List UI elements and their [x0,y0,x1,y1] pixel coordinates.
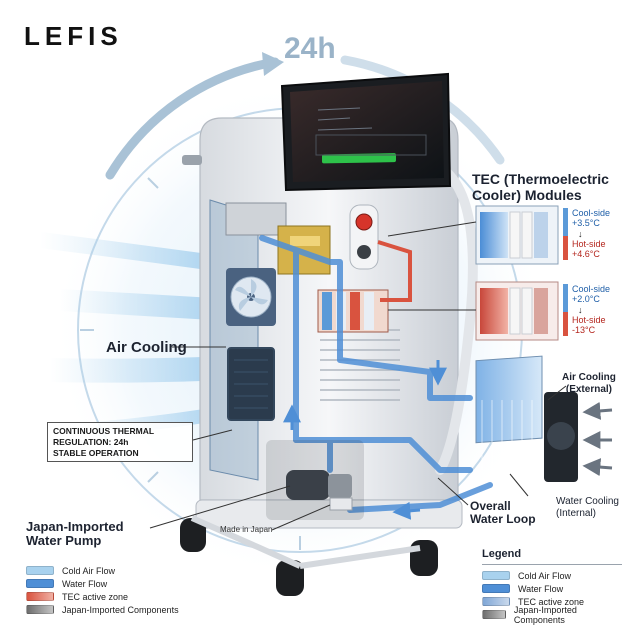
continuous-regulation-box: CONTINUOUS THERMAL REGULATION: 24h STABL… [47,422,193,462]
made-in-japan-label: Made in Japan [220,525,273,534]
legend-right-item: Japan-Imported Components [482,605,612,625]
external-air-arrows [582,401,613,477]
legend-left-item: Cold Air Flow [26,564,179,577]
lower-vent [227,347,275,421]
legend-label: Cold Air Flow [518,570,572,581]
legend-label: Water Flow [62,578,108,589]
legend-swatch [26,605,54,614]
legend-left-item: Japan-Imported Components [26,603,179,616]
emergency-stop-button[interactable] [355,213,373,231]
legend-left-item: Water Flow [26,577,179,590]
tec-module-2-temps: Cool-side +2.0°C ↓ Hot-side -13°C [572,284,610,336]
tec-title-line-2: Cooler) Modules [472,186,582,203]
brand-logo: LEFIS [24,21,123,51]
legend-right-item: Water Flow [482,582,612,595]
tec-title-line-1: TEC (Thermoelectric [472,171,609,187]
legend-swatch [26,592,54,601]
tec-2-temp-bar [563,284,568,336]
legend-label: TEC active zone [518,596,585,607]
air-cooling-external-label: Air Cooling (External) [562,372,616,395]
water-cooling-int-line-2: (Internal) [556,507,597,519]
legend-title: Legend [482,548,522,560]
legend-left-item: TEC active zone [26,590,179,603]
tec-1-cool-label: Cool-side [572,208,611,218]
japan-pump-label: Japan-Imported Water Pump [26,519,124,549]
water-loop-line-2: Water Loop [470,512,536,527]
legend-swatch [482,584,510,593]
continuous-line-2: REGULATION: 24h [53,436,129,447]
tec-2-arrow: ↓ [578,304,583,315]
legend-label: Japan-Imported Components [62,604,179,615]
legend-label: Water Flow [518,583,564,594]
air-cooling-ext-line-1: Air Cooling [562,372,616,383]
flow-arrow-return [392,501,421,520]
continuous-line-3: STABLE OPERATION [53,447,139,458]
tec-modules-title: TEC (Thermoelectric Cooler) Modules [472,171,632,203]
legend-swatch [482,610,506,619]
tec-1-arrow: ↓ [578,228,583,239]
internal-tec-stack [317,289,389,333]
legend-label: Cold Air Flow [62,565,116,576]
tec-2-cool-label: Cool-side [572,284,611,294]
leader-lines [149,221,567,531]
wheels [180,518,438,596]
legend-swatch [482,571,510,580]
legend-right-item: Cold Air Flow [482,569,612,582]
24h-badge: 24h [284,32,336,65]
legend-right: Legend Cold Air Flow Water Flow TEC acti… [482,548,622,625]
key-switch[interactable] [357,245,371,259]
japan-pump-line-1: Japan-Imported [26,519,124,534]
japan-pump-line-2: Water Pump [26,533,102,549]
cycle-arrow-head [262,52,284,76]
legend-label: Japan-Imported Components [513,604,577,625]
base-frame [190,515,302,569]
tec-hot-line [377,240,412,302]
air-cooling-ext-line-2: (External) [565,383,612,395]
tec-1-hot-value: +4.6°C [572,249,600,260]
tec-2-hot-value: -13°C [572,325,596,336]
legend-swatch [482,597,510,606]
legend-right-item: TEC active zone [482,595,612,608]
touch-screen[interactable] [280,72,452,192]
internal-fan [226,268,276,326]
water-cooling-internal-label: Water Cooling (Internal) [556,496,619,519]
air-cooling-label: Air Cooling [106,339,187,356]
external-radiator [475,355,543,470]
tec-module-1-temps: Cool-side +3.5°C ↓ Hot-side +4.6°C [572,208,610,260]
legend-swatch [26,579,54,588]
handpiece-cable [435,165,478,475]
tec-1-temp-bar [563,208,568,260]
tec-2-cool-value: +2.0°C [572,294,600,305]
legend-label: TEC active zone [62,591,129,602]
cutaway-panel [209,199,259,481]
legend-rule [482,564,622,565]
handle-knob [182,155,202,165]
continuous-line-1: CONTINUOUS THERMAL [53,426,155,436]
tec-2-hot-label: Hot-side [572,315,606,326]
external-fan [544,392,578,482]
cycle-arc-left [105,57,280,180]
water-pipes [259,235,493,513]
tec-1-hot-label: Hot-side [572,239,606,250]
overall-water-loop-label: Overall Water Loop [470,499,536,527]
water-pump [266,440,364,520]
legend-swatch [26,566,54,575]
tec-1-cool-value: +3.5°C [572,218,600,229]
tec-module-2-graphic [475,281,559,341]
electronics-block [225,202,331,275]
tec-module-1-graphic [475,205,559,265]
water-cooling-int-line-1: Water Cooling [556,496,619,507]
water-loop-line-1: Overall [470,499,511,513]
legend-left: Cold Air Flow Water Flow TEC active zone… [26,564,179,616]
